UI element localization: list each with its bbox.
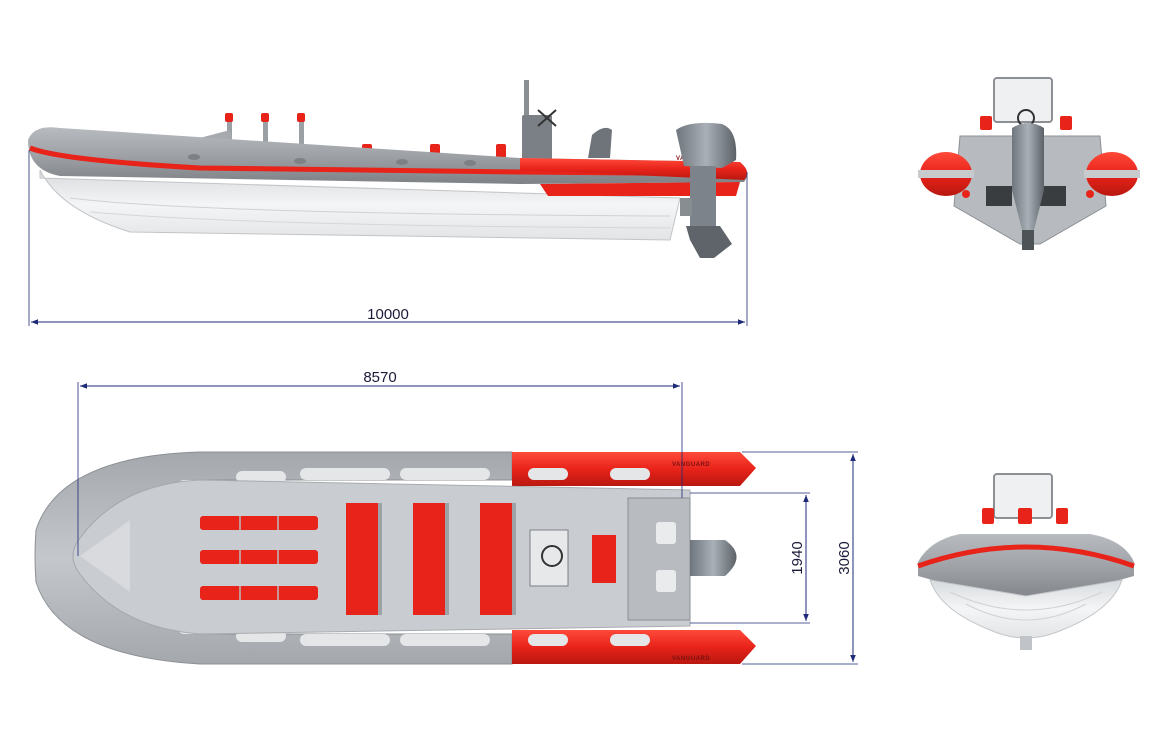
inner-beam-dimension: 1940 [690,492,810,624]
overall-length-dimension: 10000 [28,150,748,326]
top-console [529,529,616,587]
top-tube-red-lower [512,630,756,664]
side-red-stripe [29,145,747,177]
top-bench-seats [346,503,516,615]
top-view: VANGUARD VANGUARD [34,451,756,665]
overall-length-label: 10000 [367,306,409,323]
rear-outboard-motor [1012,123,1044,230]
inner-beam-label: 1940 [789,541,806,574]
side-view: VANGUARD [28,80,748,258]
side-outboard-motor [676,122,737,258]
rear-view [918,77,1140,250]
radar-mast [524,80,529,130]
center-console [522,115,552,160]
front-hull [929,579,1123,639]
inner-length-label: 8570 [363,369,396,386]
top-transom [627,497,691,621]
top-brand-lower: VANGUARD [672,656,710,662]
overall-beam-dimension: 3060 [742,451,858,665]
side-hull [39,169,681,241]
front-view [917,473,1135,650]
inner-length-dimension: 8570 [77,369,683,556]
helm-seat [588,127,612,158]
top-outboard-motor [690,540,737,576]
top-jockey-seats [200,516,318,600]
overall-beam-label: 3060 [836,541,853,574]
top-brand-upper: VANGUARD [672,462,710,468]
